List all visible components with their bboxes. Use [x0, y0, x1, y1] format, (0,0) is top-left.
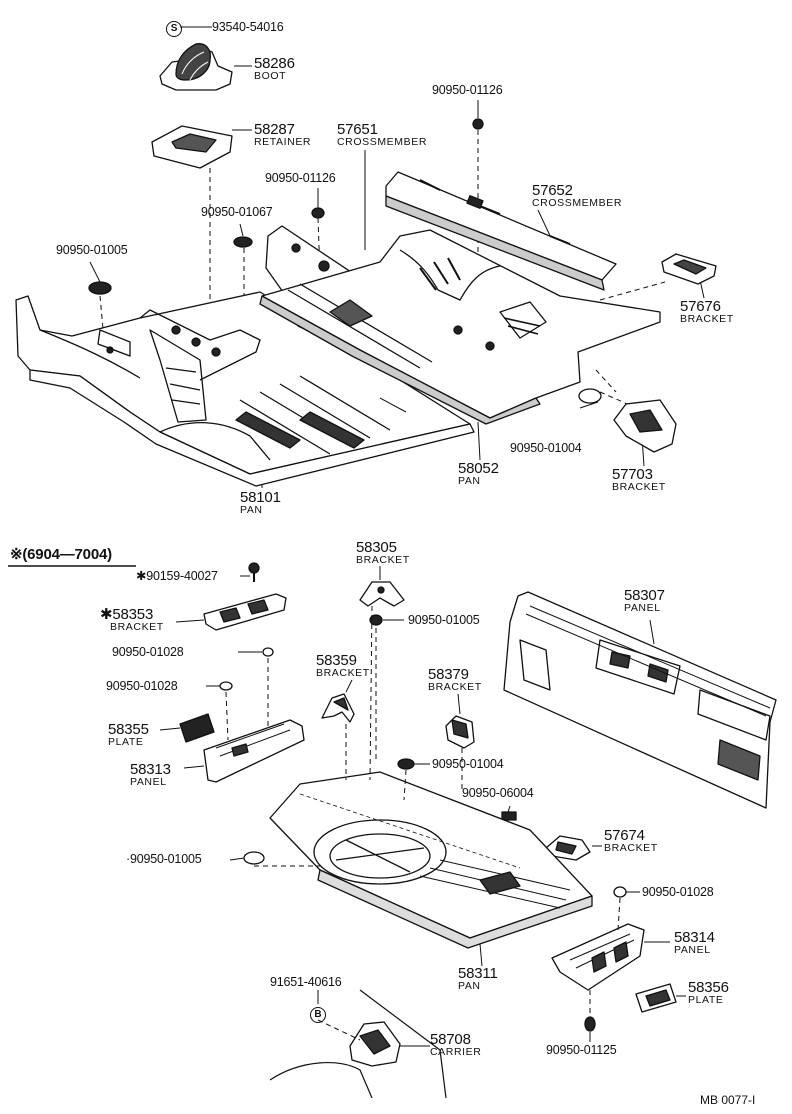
part-58355: 58355 PLATE [108, 721, 149, 748]
bracket-58379 [445, 715, 475, 749]
part-58313: 58313 PANEL [130, 761, 171, 788]
part-58305: 58305 BRACKET [356, 539, 410, 566]
bracket-58353 [203, 593, 287, 631]
part-90950-01028-b: 90950-01028 [106, 679, 178, 693]
part-91651-40616: 91651-40616 [270, 975, 342, 989]
part-90159-40027: ✱90159-40027 [136, 569, 218, 583]
bracket-57676 [661, 253, 717, 285]
hole-plugs-lower [219, 614, 627, 1032]
part-90950-01005-a: 90950-01005 [56, 243, 128, 257]
part-90950-01125: 90950-01125 [546, 1043, 617, 1057]
figure-reference-code: MB 0077-I [700, 1093, 756, 1107]
part-58101: 58101 PAN [240, 489, 281, 516]
floor-pan-58101 [15, 291, 475, 487]
boot-58286 [159, 43, 233, 91]
crossmember-57652 [385, 171, 617, 291]
part-58359: 58359 BRACKET [316, 652, 370, 679]
part-58708: 58708 CARRIER [430, 1031, 482, 1058]
variant-code: ※(6904—7004) [10, 546, 112, 563]
part-58286: 58286 BOOT [254, 55, 295, 82]
plate-58356 [635, 983, 677, 1013]
part-90950-01126-b: 90950-01126 [265, 171, 336, 185]
part-90950-01126-a: 90950-01126 [432, 83, 503, 97]
part-58314: 58314 PANEL [674, 929, 715, 956]
bracket-57674 [545, 835, 591, 861]
part-58052: 58052 PAN [458, 460, 499, 487]
part-57674: 57674 BRACKET [604, 827, 658, 854]
part-90950-06004: 90950-06004 [462, 786, 534, 800]
s-mark-icon: S [166, 21, 182, 37]
part-57676: 57676 BRACKET [680, 298, 734, 325]
part-57651: 57651 CROSSMEMBER [337, 121, 428, 148]
part-90950-01005-b: 90950-01005 [408, 613, 480, 627]
part-90950-01004-b: 90950-01004 [432, 757, 504, 771]
part-58307: 58307 PANEL [624, 587, 665, 614]
part-90950-01067: 90950-01067 [201, 205, 273, 219]
b-mark-icon: B [310, 1007, 326, 1023]
part-90950-01028-a: 90950-01028 [112, 645, 184, 659]
part-57703: 57703 BRACKET [612, 466, 666, 493]
part-57652: 57652 CROSSMEMBER [532, 182, 623, 209]
part-58353: ✱58353 BRACKET [100, 606, 164, 633]
floor-pan-58052 [259, 229, 661, 425]
part-90950-01028-c: 90950-01028 [642, 885, 714, 899]
screw-90159 [248, 562, 260, 582]
bracket-58359 [321, 693, 355, 723]
hole-plugs-upper [88, 118, 602, 404]
panel-58314 [551, 923, 645, 991]
leader-lines-lower [159, 566, 686, 1047]
part-58379: 58379 BRACKET [428, 666, 482, 693]
part-90950-01004-a: 90950-01004 [510, 441, 582, 455]
plate-58355 [179, 713, 215, 743]
retainer-58287 [151, 125, 233, 169]
rear-floor-pan-58311 [269, 771, 593, 949]
part-58356: 58356 PLATE [688, 979, 729, 1006]
b-mark: B [310, 1005, 326, 1023]
panel-58313 [203, 719, 305, 783]
part-90950-01005-c: ·90950-01005 [126, 852, 202, 866]
part-58287: 58287 RETAINER [254, 121, 312, 148]
part-58311: 58311 PAN [458, 965, 498, 992]
bracket-58305 [359, 581, 405, 607]
carrier-58708 [269, 989, 447, 1099]
bracket-57703 [613, 399, 677, 453]
rear-panel-58307 [503, 591, 777, 809]
